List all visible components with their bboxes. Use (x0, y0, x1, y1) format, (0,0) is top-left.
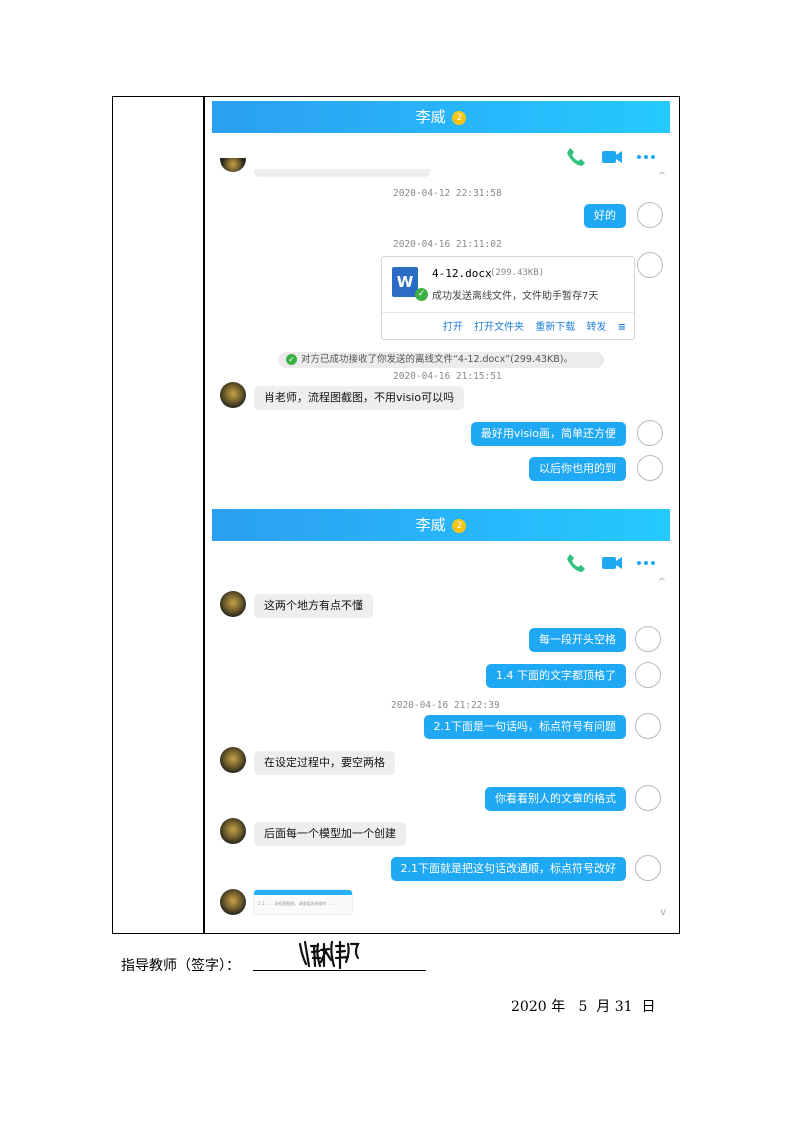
advisor-signature-label: 指导教师（签字）： (121, 958, 240, 974)
date-month: 5 (578, 999, 588, 1015)
avatar (635, 785, 661, 811)
system-notice: ✓ 对方已成功接收了你发送的离线文件“4-12.docx”(299.43KB)。 (278, 352, 604, 368)
menu-icon[interactable]: ≡ (617, 322, 626, 333)
avatar (637, 420, 663, 446)
message-bubble[interactable]: 1.4 下面的文字都顶格了 (486, 664, 626, 688)
vip-badge-icon: 2 (452, 110, 467, 125)
message-bubble[interactable]: 以后你也用的到 (529, 457, 626, 481)
avatar (635, 626, 661, 652)
message-bubble[interactable]: 肖老师，流程图截图，不用visio可以吗 (254, 386, 465, 410)
file-card[interactable]: W 4-12.docx (299.43KB) ✓ 成功发送离线文件，文件助手暂存… (381, 256, 635, 340)
chat-toolbar (550, 145, 670, 169)
file-size: (299.43KB) (490, 268, 545, 278)
chat-titlebar: 李威 2 (212, 101, 670, 133)
word-file-icon: W (392, 267, 418, 297)
image-message[interactable]: 2.1 ...... 流程图截图，请查看具体操作 ...... (253, 889, 353, 915)
contact-name: 李威 (415, 108, 446, 126)
message-bubble[interactable]: 最好用visio画，简单还方便 (470, 422, 626, 446)
timestamp: 2020-04-16 21:11:02 (393, 239, 502, 250)
avatar (220, 889, 246, 915)
video-icon[interactable] (600, 551, 624, 575)
table-divider (203, 96, 205, 934)
message-bubble[interactable]: 好的 (584, 204, 626, 228)
image-header-bar (254, 890, 352, 895)
avatar (220, 818, 246, 844)
form-table (112, 96, 680, 934)
more-icon[interactable] (634, 145, 658, 169)
message-bubble[interactable]: 后面每一个模型加一个创建 (254, 822, 406, 846)
forward-link[interactable]: 转发 (586, 322, 607, 333)
avatar (635, 662, 661, 688)
avatar (635, 855, 661, 881)
contact-name: 李威 (415, 516, 446, 534)
avatar (637, 455, 663, 481)
date-year: 2020 (511, 999, 547, 1015)
timestamp: 2020-04-12 22:31:58 (393, 188, 502, 199)
redownload-link[interactable]: 重新下载 (535, 322, 576, 333)
chat-toolbar (550, 551, 670, 575)
avatar (220, 747, 246, 773)
avatar (637, 202, 663, 228)
image-text: 2.1 ...... 流程图截图，请查看具体操作 ...... (258, 901, 336, 906)
message-bubble[interactable]: 这两个地方有点不懂 (254, 594, 373, 618)
vip-badge-icon: 2 (452, 518, 467, 533)
divider (382, 312, 634, 313)
signature-line (253, 970, 426, 971)
avatar (220, 158, 246, 172)
chat-screenshot-2: 李威 2 ^ 这两个地方有点不懂 每一段开头空格 1.4 下面的文字都顶格了 2… (212, 509, 670, 925)
file-name: 4-12.docx (432, 267, 492, 280)
timestamp: 2020-04-16 21:15:51 (393, 371, 502, 382)
check-icon: ✓ (286, 354, 297, 365)
scroll-down-icon[interactable]: v (660, 907, 666, 918)
file-actions: 打开 打开文件夹 重新下载 转发 ≡ (435, 318, 626, 333)
notice-text: 对方已成功接收了你发送的离线文件“4-12.docx”(299.43KB)。 (301, 354, 574, 365)
check-icon: ✓ (415, 288, 428, 301)
avatar (220, 591, 246, 617)
file-status: 成功发送离线文件，文件助手暂存7天 (432, 291, 599, 302)
avatar (635, 713, 661, 739)
phone-icon[interactable] (564, 145, 588, 169)
signing-date: 2020 年 5 月 31 日 (511, 996, 655, 1016)
open-folder-link[interactable]: 打开文件夹 (474, 322, 525, 333)
day-unit: 日 (641, 999, 656, 1015)
chat-titlebar: 李威 2 (212, 509, 670, 541)
message-bubble[interactable]: 你看看别人的文章的格式 (485, 787, 626, 811)
month-unit: 月 (596, 999, 611, 1015)
avatar (637, 252, 663, 278)
message-bubble[interactable]: 2.1下面是一句话吗，标点符号有问题 (423, 715, 626, 739)
message-bubble[interactable]: 每一段开头空格 (529, 628, 626, 652)
more-icon[interactable] (634, 551, 658, 575)
chat-screenshot-1: 李威 2 ^ 2020-04-12 22:31:58 好的 2020-04-16… (212, 101, 670, 513)
cropped-message (254, 169, 430, 177)
year-unit: 年 (551, 999, 566, 1015)
message-bubble[interactable]: 在设定过程中，要空两格 (254, 751, 395, 775)
date-day: 31 (614, 999, 633, 1015)
handwritten-signature (298, 940, 360, 970)
scroll-up-icon[interactable]: ^ (657, 577, 666, 588)
timestamp: 2020-04-16 21:22:39 (391, 700, 500, 711)
message-bubble[interactable]: 2.1下面就是把这句话改通顺，标点符号改好 (390, 857, 626, 881)
scroll-up-icon[interactable]: ^ (657, 171, 666, 182)
video-icon[interactable] (600, 145, 624, 169)
open-link[interactable]: 打开 (442, 322, 463, 333)
avatar (220, 382, 246, 408)
phone-icon[interactable] (564, 551, 588, 575)
